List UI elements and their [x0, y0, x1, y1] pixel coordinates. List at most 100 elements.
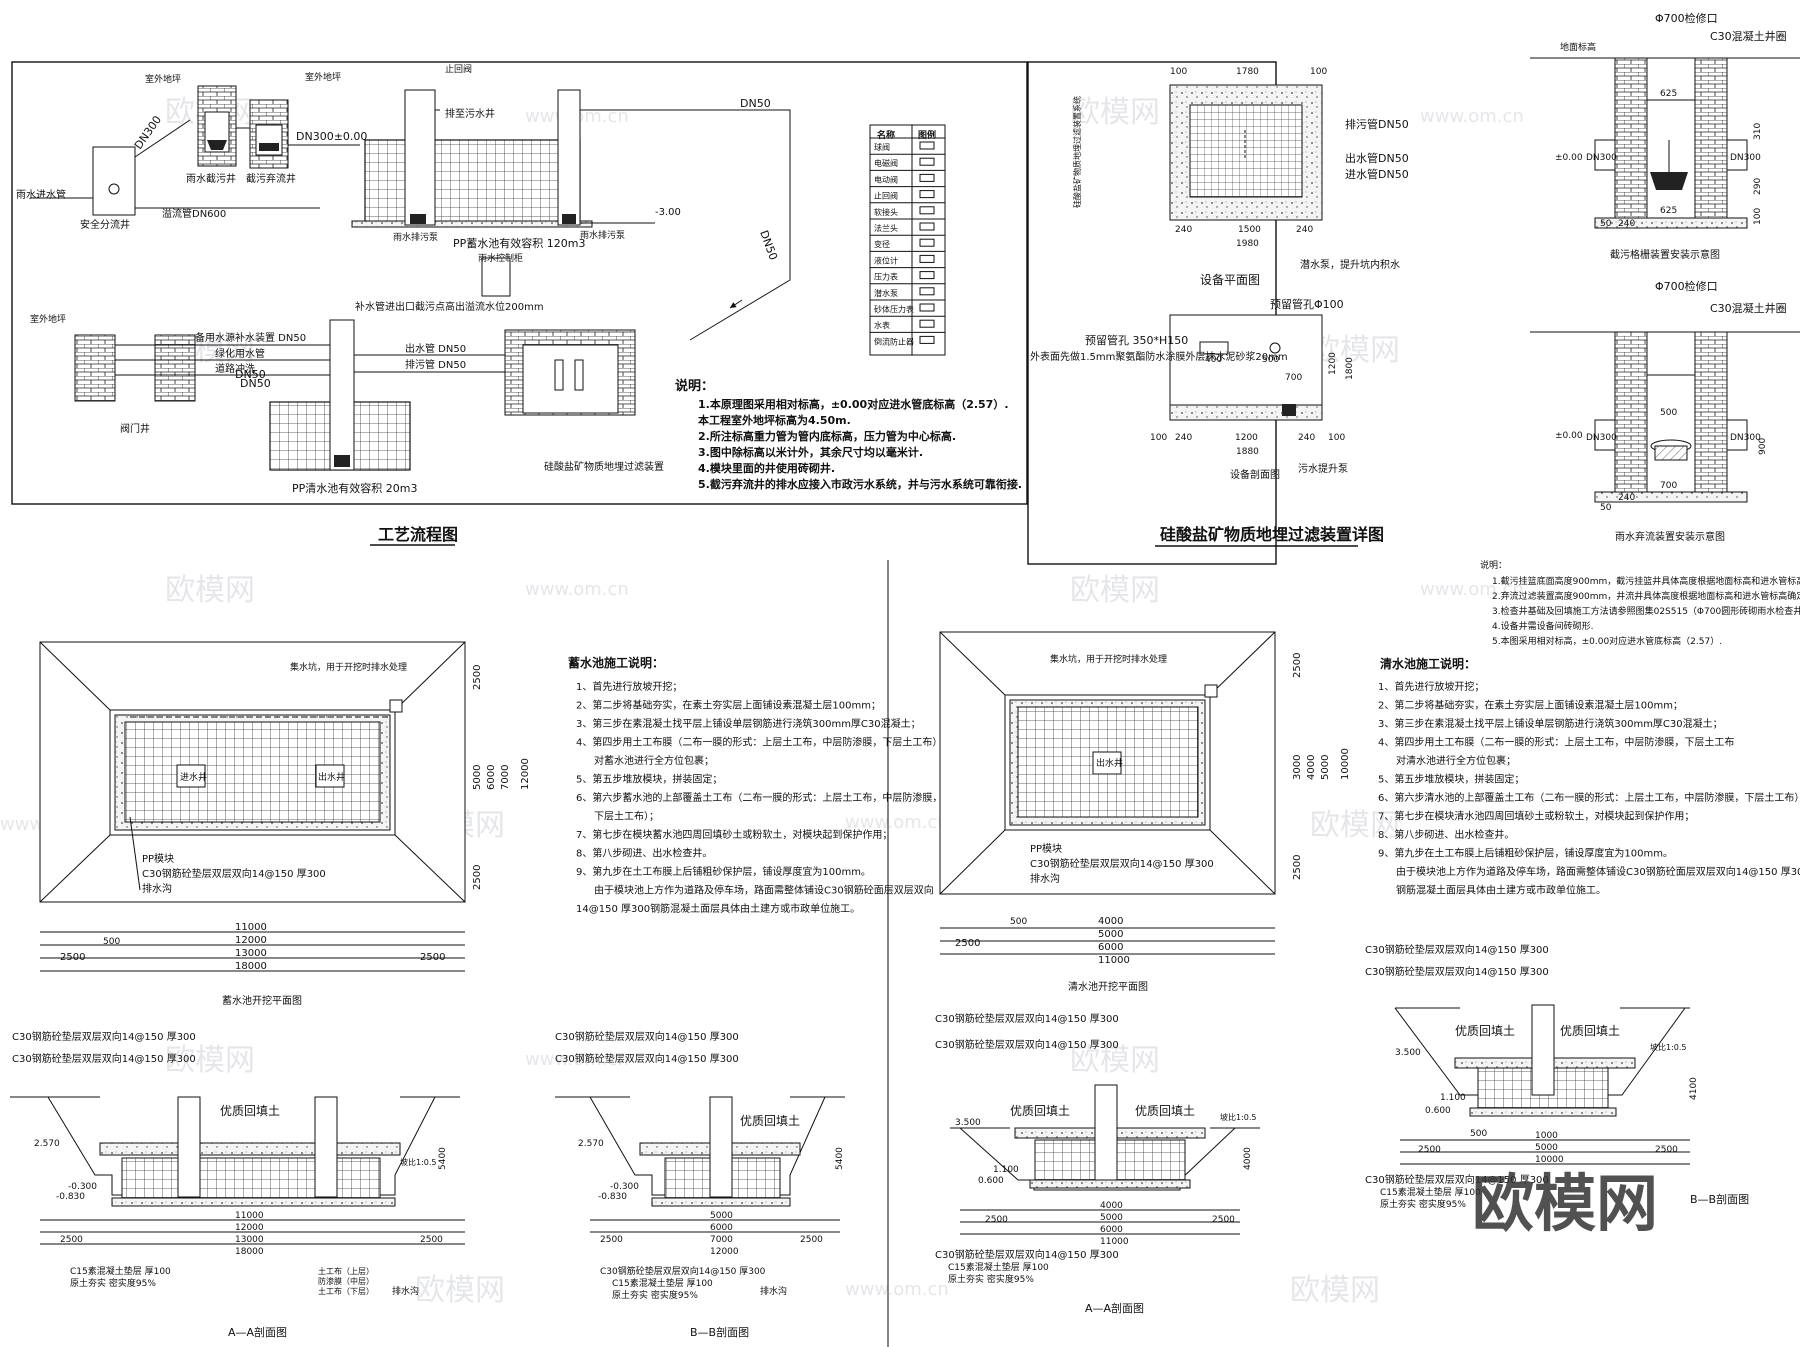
construction-note: 2、第二步将基础夯实，在素土夯实层上面铺设素混凝土层100mm； — [576, 699, 881, 712]
label-discard-well: 截污弃流井 — [246, 172, 296, 185]
label-c30: C30钢筋砼垫层双层双向14@150 厚300 — [935, 1248, 1119, 1261]
dim-h: 12000 — [235, 1223, 264, 1233]
label-slab: C30钢筋砼垫层双层双向14@150 厚300 — [142, 867, 326, 880]
label-sump: 集水坑，用于开挖时排水处理 — [290, 661, 407, 673]
label-backfill: 优质回填土 — [740, 1114, 800, 1128]
label-c30: C30钢筋砼垫层双层双向14@150 厚300 — [555, 1052, 739, 1065]
legend-row-label: 砂体压力表 — [874, 304, 914, 314]
label-geo: 防渗膜（中层） — [318, 1276, 374, 1286]
wells-note: 2.弃流过滤装置高度900mm，井流井具体高度根据地面标高和进水管标高确定. — [1492, 590, 1800, 602]
dim-sec-in: 700 — [1285, 373, 1302, 383]
dim-v: 6000 — [486, 765, 497, 790]
label-sewage-pump: 污水提升泵 — [1298, 463, 1348, 475]
label-pp: PP模块 — [1030, 843, 1062, 855]
dim-h: 11000 — [1098, 955, 1130, 966]
label-pp-tank: PP蓄水池有效容积 120m3 — [453, 236, 585, 250]
dim-w2: 700 — [1660, 481, 1677, 491]
watermark-text: 欧模网 — [415, 1273, 505, 1308]
dim-sec: 100 — [1328, 433, 1345, 443]
label-pipe-l: DN300 — [1586, 433, 1617, 443]
legend-row-label: 变径 — [874, 239, 890, 249]
label-pipe-r: DN300 — [1730, 433, 1761, 443]
label-outdoor-3: 室外地坪 — [30, 313, 66, 325]
dim-w1-v: 100 — [1753, 208, 1763, 225]
slope: 坡比1:0.5 — [1650, 1042, 1687, 1052]
dim-w2: 500 — [1660, 408, 1677, 418]
legend-row-label: 电动阀 — [874, 174, 898, 184]
inlet-well — [176, 764, 206, 788]
dim-depth: 5400 — [835, 1147, 845, 1170]
label-clear-tank: PP清水池有效容积 20m3 — [292, 481, 417, 495]
dim-h: 13000 — [235, 1235, 264, 1245]
label-drain-pipe: 排污管DN50 — [1345, 117, 1409, 131]
label-backfill: 优质回填土 — [1010, 1104, 1070, 1118]
dim-h: 5000 — [1098, 929, 1123, 940]
label-backfill: 优质回填土 — [1560, 1024, 1620, 1038]
construction-note: 4、第四步用土工布膜（二布一膜的形式：上层土工布，中层防渗膜，下层土工布） — [576, 736, 942, 749]
storage-module-section — [121, 1157, 381, 1199]
legend-row-label: 倒流防止器 — [874, 336, 914, 346]
construction-note: 9、第九步在土工布膜上后铺粗砂保护层，铺设厚度宜为100mm。 — [576, 865, 871, 878]
label-geo: 土工布（下层） — [318, 1286, 374, 1296]
dim-h: 2500 — [60, 952, 85, 963]
dim-sec: 240 — [1175, 433, 1192, 443]
label-dn50c: DN50 — [240, 377, 271, 390]
wells-notes-title: 说明： — [1480, 559, 1507, 571]
dim-sec-b: 2500 — [1655, 1145, 1678, 1155]
label-sewage-well: 雨水截污井 — [186, 172, 236, 185]
legend-symbol-icon — [919, 222, 935, 231]
label-outlet-well: 出水井 — [318, 771, 345, 783]
dim-top: 1780 — [1236, 67, 1259, 77]
label-pump2: 雨水排污泵 — [580, 229, 625, 241]
well-details: Φ700检修口 C30混凝土井圈 地面标高 DN300 DN300 ±0.00 … — [1480, 11, 1800, 647]
label-soil: 原土夯实 密实度95% — [1380, 1198, 1466, 1210]
legend-symbol-icon — [919, 319, 935, 328]
dim-bottom: 240 — [1296, 225, 1313, 235]
wells-note: 4.设备井需设备间砖砌形. — [1492, 620, 1593, 632]
label-c30: C30钢筋砼垫层双层双向14@150 厚300 — [935, 1038, 1119, 1051]
dim-w2: 50 — [1600, 503, 1612, 513]
elev: 0.600 — [1425, 1106, 1451, 1116]
watermark-text: www.om.cn — [525, 579, 629, 600]
label-minus3: -3.00 — [655, 207, 681, 218]
legend-row-label: 水表 — [874, 320, 890, 330]
slope: 坡比1:0.5 — [1220, 1112, 1257, 1122]
dim-h: 11000 — [235, 922, 267, 933]
label-dn300: DN300 — [132, 113, 164, 151]
legend-symbol-icon — [919, 157, 935, 166]
dim-v: 2500 — [1292, 855, 1303, 880]
dim-sec: 11000 — [1100, 1237, 1129, 1247]
label-pp: PP模块 — [142, 853, 174, 865]
dim-sec: 2500 — [1212, 1215, 1235, 1225]
dim-h: 7000 — [710, 1235, 733, 1245]
dim-w1-v: 290 — [1753, 178, 1763, 195]
construction-note: 7、第七步在模块清水池四周回填砂土或粉软土，对模块起到保护作用； — [1378, 810, 1694, 823]
dim-h: 500 — [103, 937, 120, 947]
legend-symbol-icon — [919, 141, 935, 150]
label-soil: 原土夯实 密实度95% — [70, 1277, 156, 1289]
legend-symbol-icon — [919, 206, 935, 215]
note-line: 本工程室外地坪标高为4.50m. — [698, 413, 851, 427]
section-title: 设备剖面图 — [1230, 468, 1280, 481]
legend-table: 名称 图例 球阀电磁阀电动阀止回阀软接头法兰头变径液位计压力表潜水泵砂体压力表水… — [869, 124, 946, 356]
dim-h: 18000 — [235, 961, 267, 972]
clear-outlet-well — [1092, 751, 1122, 775]
note-line: 1.本原理图采用相对标高，±0.00对应进水管底标高（2.57）. — [698, 397, 1009, 411]
label-c30: C30钢筋砼垫层双层双向14@150 厚300 — [1365, 1173, 1549, 1186]
construction-note: 下层土工布）； — [594, 810, 659, 823]
dim-sec: 2500 — [985, 1215, 1008, 1225]
elev: -0.300 — [68, 1182, 97, 1192]
dim-sec: 5000 — [1100, 1213, 1123, 1223]
dim-h: 18000 — [235, 1247, 264, 1257]
watermark-text: www.om.cn — [1420, 106, 1524, 127]
legend-row-label: 球阀 — [874, 142, 890, 152]
label-float: 补水管进出口截污点高出溢流水位200mm — [355, 300, 544, 313]
label-rain-inlet: 雨水进水管 — [16, 188, 66, 201]
label-c15: C15素混凝土垫层 厚100 — [70, 1265, 171, 1277]
watermark-text: 欧模网 — [1290, 1273, 1380, 1308]
wells-note: 5.本图采用相对标高，±0.00对应进水管底标高（2.57）. — [1492, 635, 1722, 647]
dim-h: 2500 — [600, 1235, 623, 1245]
construction-note: 8、第八步砌进、出水检查井。 — [1378, 828, 1514, 841]
dim-w1: 625 — [1660, 89, 1677, 99]
clear-section-a: C30钢筋砼垫层双层双向14@150 厚300 C30钢筋砼垫层双层双向14@1… — [935, 1012, 1260, 1315]
